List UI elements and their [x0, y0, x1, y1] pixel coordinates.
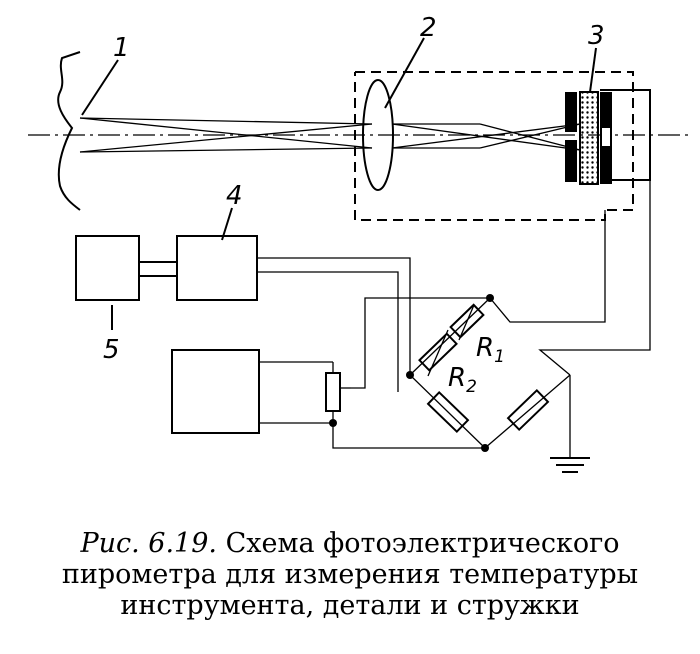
label-r1-sub: 1: [494, 347, 505, 367]
r1-variable-arrow: [458, 304, 475, 341]
resistor-r1: [449, 303, 485, 339]
leader-1: [81, 59, 119, 116]
pot-ground-wire: [332, 423, 485, 449]
label-4: 4: [226, 181, 243, 211]
label-5: 5: [103, 335, 120, 365]
label-r2-sub: 2: [466, 377, 477, 397]
caption-line-3: инструмента, детали и стружки: [120, 590, 580, 621]
wire-4-b: [257, 271, 399, 392]
label-r1-letter: R: [476, 333, 494, 363]
bridge-arm-bottom-right: [484, 374, 571, 449]
block-4: [176, 235, 258, 301]
beam-ray-bottom: [79, 147, 373, 153]
caption-figure-number: Рис. 6.19.: [80, 528, 217, 559]
ray-after-6: [479, 123, 581, 149]
resistor-r2: [418, 332, 458, 372]
ray-after-2: [391, 123, 581, 149]
node-pot: [329, 419, 337, 427]
ray-after-5: [479, 123, 581, 151]
meter-block: [171, 349, 260, 434]
beam-ray-cross-1: [79, 117, 373, 149]
photo-cell-window: [602, 128, 610, 146]
bridge-arm-top-right: [489, 210, 606, 323]
lens: [362, 79, 394, 191]
label-r2: R2: [448, 363, 477, 397]
wire-photocell-return: [538, 90, 651, 376]
beam-ray-top: [79, 117, 373, 125]
figure-caption: Рис. 6.19. Схема фотоэлектрического пиро…: [20, 528, 680, 621]
r2-variable-arrow: [427, 329, 449, 377]
resistor-bottom-left: [426, 390, 470, 434]
ray-after-1: [391, 123, 581, 151]
label-3: 3: [588, 21, 605, 51]
node-left: [406, 371, 414, 379]
label-r1: R1: [476, 333, 505, 367]
optical-housing: [354, 71, 634, 221]
node-top: [486, 294, 494, 302]
photo-cell-filter: [579, 91, 599, 185]
caption-title-1: Схема фотоэлектрического: [225, 528, 620, 559]
pyrometer-schematic: 1 2 3 4 5 R1 R2: [28, 13, 690, 473]
leader-2: [384, 37, 425, 109]
caption-line-1: Рис. 6.19. Схема фотоэлектрического: [20, 528, 680, 559]
beam-ray-cross-2: [79, 123, 373, 153]
label-1: 1: [113, 33, 130, 63]
label-2: 2: [420, 13, 437, 43]
diaphragm-top: [565, 92, 577, 132]
potentiometer: [325, 372, 341, 412]
caption-line-2: пирометра для измерения температуры: [61, 559, 639, 590]
bridge-arm-bottom-left: [409, 374, 486, 449]
wire-4-a: [257, 257, 411, 375]
heated-object: [57, 51, 81, 211]
pot-wiper-wire: [351, 297, 490, 389]
leader-4: [221, 207, 233, 241]
diaphragm-bottom: [565, 140, 577, 182]
leader-3: [589, 47, 597, 93]
resistor-bottom-right: [506, 388, 550, 432]
block-5: [75, 235, 140, 301]
node-bottom: [481, 444, 489, 452]
label-r2-letter: R: [448, 363, 466, 393]
